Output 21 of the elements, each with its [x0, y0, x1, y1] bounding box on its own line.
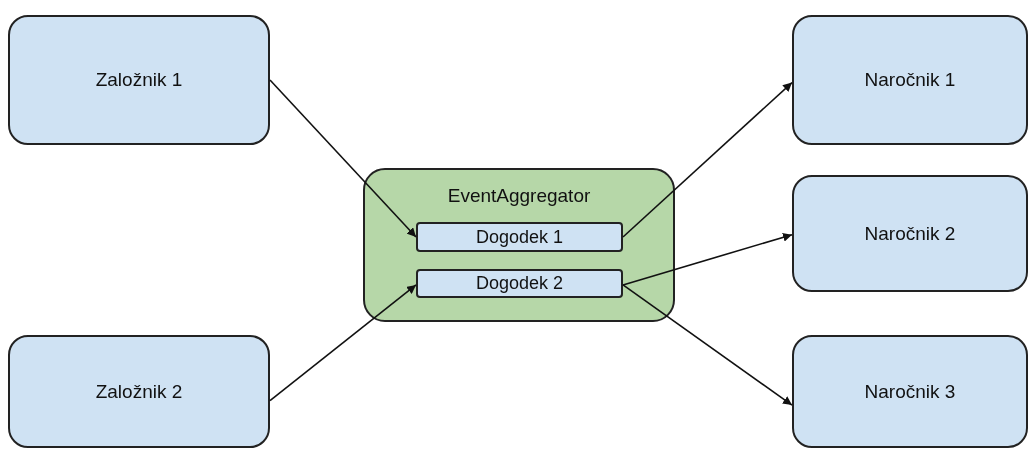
- box-label: Naročnik 3: [864, 379, 956, 404]
- process-box: [792, 175, 1028, 292]
- arrow: [622, 232, 793, 286]
- process-box: [8, 335, 270, 448]
- box-label: Dogodek 1: [475, 225, 564, 249]
- box-label: Založnik 1: [95, 68, 183, 92]
- arrow: [622, 81, 793, 238]
- box-label: Dogodek 2: [475, 272, 564, 295]
- process-box: [416, 269, 623, 298]
- process-box: [8, 15, 270, 145]
- arrow: [269, 284, 417, 402]
- arrow: [622, 284, 793, 406]
- box-label: Založnik 2: [95, 379, 183, 404]
- arrow: [269, 79, 417, 238]
- box-label: Naročnik 1: [864, 68, 956, 92]
- container-box: [363, 168, 675, 322]
- container-title: EventAggregator: [446, 184, 592, 208]
- process-box: [792, 335, 1028, 448]
- process-box: [792, 15, 1028, 145]
- process-box: [416, 222, 623, 252]
- box-label: Naročnik 2: [864, 221, 956, 246]
